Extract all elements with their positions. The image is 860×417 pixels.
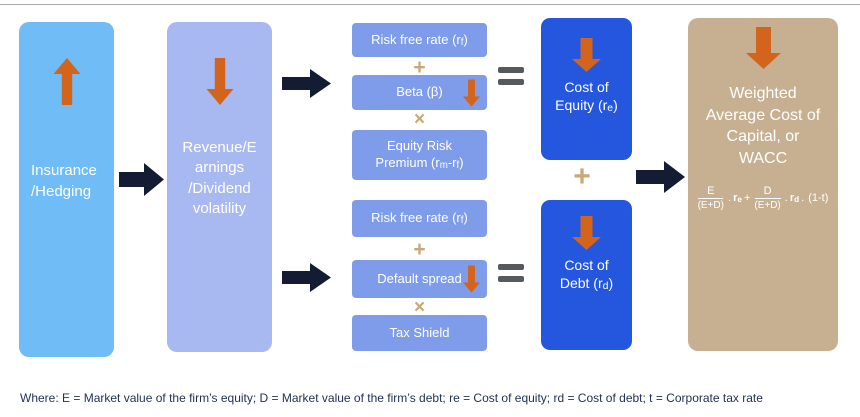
legend-caption: Where: E = Market value of the firm’s eq…: [20, 391, 763, 405]
node-label: Beta (β): [396, 84, 443, 100]
multiply-icon: ×: [413, 297, 426, 318]
flow-arrow-icon: [636, 161, 685, 193]
node-risk-free-rate-equity: Risk free rate (rf): [352, 23, 487, 57]
node-equity-risk-premium: Equity Risk Premium (rm-rf): [352, 130, 487, 180]
node-label: Insurance /Hedging: [31, 162, 97, 200]
formula-rd: rd: [789, 192, 800, 205]
down-arrow-icon: [745, 27, 781, 69]
node-beta: Beta (β): [352, 75, 487, 110]
fraction-equity-weight: E (E+D): [697, 185, 724, 212]
flow-arrow-icon: [282, 263, 331, 292]
down-arrow-icon: [463, 79, 480, 106]
node-label: Risk free rate (rf): [371, 31, 468, 48]
formula-re: re: [733, 192, 742, 205]
fraction-debt-weight: D (E+D): [754, 185, 781, 212]
node-label: Cost of Debt (rd): [559, 257, 614, 293]
plus-icon: +: [413, 238, 426, 261]
node-label: Tax Shield: [389, 324, 450, 340]
node-cost-of-equity: Cost of Equity (re): [541, 18, 632, 160]
down-arrow-icon: [572, 216, 601, 250]
node-label: Revenue/E arnings /Dividend volatility: [182, 139, 257, 217]
node-label: Default spread: [377, 270, 462, 286]
node-label: Risk free rate (rf): [371, 210, 468, 227]
node-default-spread: Default spread: [352, 260, 487, 298]
node-wacc: Weighted Average Cost of Capital, or WAC…: [688, 18, 838, 351]
node-insurance-hedging: Insurance /Hedging: [19, 22, 114, 357]
down-arrow-icon: [463, 265, 480, 293]
down-arrow-icon: [206, 58, 233, 105]
top-divider: [0, 4, 860, 5]
multiply-icon: ×: [413, 109, 426, 130]
equals-icon: [498, 264, 524, 282]
flow-arrow-icon: [119, 163, 164, 196]
down-arrow-icon: [572, 38, 601, 72]
node-volatility: Revenue/E arnings /Dividend volatility: [167, 22, 272, 352]
flow-arrow-icon: [282, 69, 331, 98]
node-risk-free-rate-debt: Risk free rate (rf): [352, 200, 487, 237]
plus-icon: +: [573, 160, 591, 193]
node-cost-of-debt: Cost of Debt (rd): [541, 200, 632, 350]
node-label: Equity Risk Premium (rm-rf): [375, 138, 464, 172]
equals-icon: [498, 67, 524, 85]
formula-tax-term: (1-t): [808, 192, 829, 205]
wacc-title: Weighted Average Cost of Capital, or WAC…: [705, 85, 821, 167]
node-tax-shield: Tax Shield: [352, 315, 487, 351]
wacc-formula: E (E+D) . re + D (E+D) . rd . (1-t): [697, 185, 829, 212]
up-arrow-icon: [53, 58, 80, 105]
node-label: Cost of Equity (re): [555, 79, 618, 115]
plus-icon: +: [413, 56, 426, 79]
